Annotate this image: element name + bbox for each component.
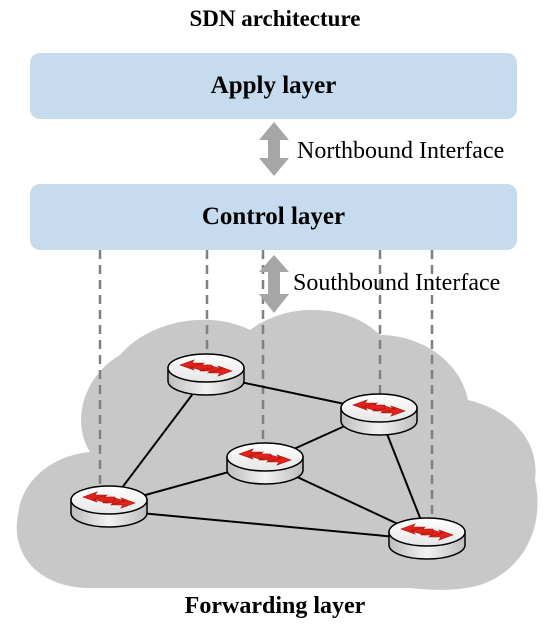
router-bottom-right-icon (388, 517, 466, 560)
diagram-title: SDN architecture (189, 6, 361, 31)
control-links (98, 250, 434, 522)
apply-layer-label: Apply layer (210, 72, 337, 99)
control-layer-box: Control layer (30, 184, 517, 250)
control-layer-label: Control layer (201, 203, 346, 230)
router-center-icon (226, 442, 304, 485)
apply-layer-box: Apply layer (30, 53, 517, 119)
link-bottomleft-bottomright (108, 509, 429, 541)
router-bottom-left-icon (70, 485, 148, 528)
router-right-icon (340, 393, 418, 436)
router-top-left-icon (167, 353, 245, 396)
northbound-arrow-icon (259, 122, 289, 176)
northbound-interface-label: Northbound Interface (297, 138, 505, 164)
forwarding-layer-label: Forwarding layer (184, 593, 366, 619)
southbound-interface-label: Southbound Interface (293, 270, 501, 296)
link-topleft-bottomleft (108, 374, 208, 506)
southbound-arrow-icon (259, 255, 289, 313)
